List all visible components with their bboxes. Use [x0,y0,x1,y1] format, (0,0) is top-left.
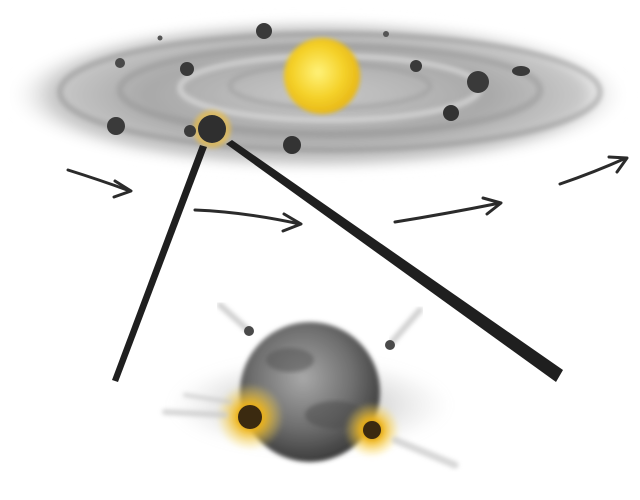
planetesimal [180,62,194,76]
planetesimal [410,60,422,72]
planetesimal [283,136,301,154]
sun-icon [284,38,360,114]
arrow-icon [195,210,301,231]
impact-scene [165,305,455,465]
impact-flash-right [344,402,400,458]
planetesimal [443,105,459,121]
arrow-icon [560,157,627,184]
planetesimal [184,125,196,137]
planetesimal [512,66,530,76]
planetesimal [467,71,489,93]
meteor-left [220,305,254,336]
planetesimal [256,23,272,39]
arrow-icon [395,198,501,222]
planetesimal [107,117,125,135]
zoom-line-left [112,145,207,382]
meteor-right [385,310,420,350]
colliding-planetesimal [198,115,226,143]
planetesimal [158,36,163,41]
arrow-icon [68,170,131,197]
planetesimal [115,58,125,68]
crater [266,348,314,372]
planetesimal [383,31,389,37]
